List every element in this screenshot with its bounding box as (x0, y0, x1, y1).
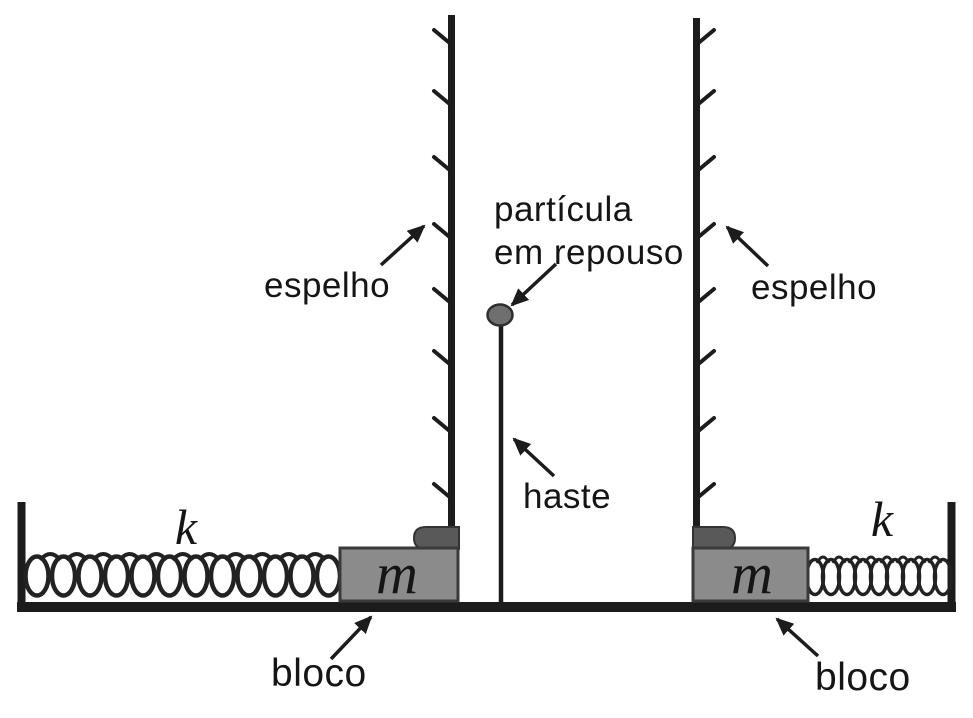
haste-arrow (512, 437, 556, 478)
mass-left-label: m (376, 541, 418, 606)
espelho-right-arrow (725, 225, 770, 268)
mirror-right-label: espelho (751, 268, 878, 307)
left-spring-top-arcs (38, 552, 328, 562)
floor-and-walls (17, 502, 956, 612)
particula-arrow (510, 262, 558, 307)
rod-label: haste (523, 477, 612, 516)
annotation-arrows (329, 224, 820, 661)
block-right-label: bloco (815, 656, 911, 699)
particle-label-line1: partícula (494, 190, 633, 229)
particle-label: partícula em repouso (494, 188, 684, 274)
right-mirror (693, 18, 716, 552)
particle-dot (486, 303, 514, 327)
block-left-label: bloco (271, 652, 367, 695)
left-block (338, 546, 460, 603)
right-spring-top-arcs (815, 555, 943, 564)
mass-right-label: m (731, 541, 773, 606)
left-mirror-hatches (432, 28, 454, 501)
spring-right-k-label: k (870, 491, 894, 547)
bloco-left-arrow (329, 615, 373, 661)
right-mirror-hatches (694, 28, 716, 501)
spring-left-k-label: k (174, 499, 198, 555)
particle-label-line2: em repouso (494, 233, 684, 272)
right-block (691, 546, 810, 603)
left-mirror (432, 15, 455, 552)
right-spring (804, 555, 954, 597)
mirror-left-label: espelho (264, 266, 391, 305)
bloco-right-arrow (775, 617, 820, 658)
left-spring (23, 552, 343, 598)
espelho-left-arrow (379, 224, 426, 267)
